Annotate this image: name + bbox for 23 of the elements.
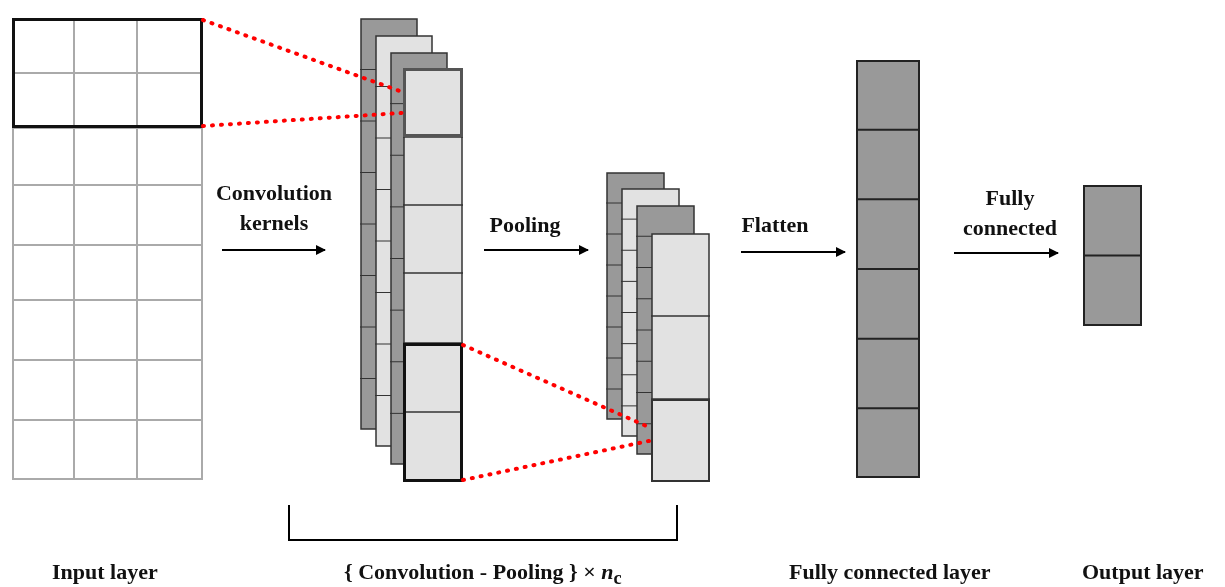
input-grid (12, 18, 203, 480)
edge-label: Pooling (488, 211, 562, 239)
layer-caption: Output layer (1082, 558, 1204, 586)
projection-line (201, 110, 405, 128)
arrow (483, 245, 589, 255)
arrow (740, 247, 846, 257)
pooled-cell (651, 399, 710, 482)
kernel-window (12, 18, 203, 128)
feature-map-stack (360, 18, 463, 482)
pooled-map-stack (606, 172, 710, 482)
pooling-window (403, 343, 463, 482)
edge-label: Flatten (740, 211, 810, 239)
layer-caption: Input layer (52, 558, 158, 586)
bracket-label: { Convolution - Pooling } × n$_{c}$ (344, 558, 622, 587)
edge-label: Fully connected (961, 184, 1059, 242)
arrow (221, 245, 326, 255)
arrow (953, 248, 1059, 258)
fully-connected-vector (856, 60, 920, 478)
feature-map-cell (403, 68, 463, 137)
edge-label: Convolution kernels (214, 179, 334, 237)
output-vector (1083, 185, 1142, 326)
layer-caption: Fully connected layer (789, 558, 991, 586)
projection-line (461, 438, 653, 482)
